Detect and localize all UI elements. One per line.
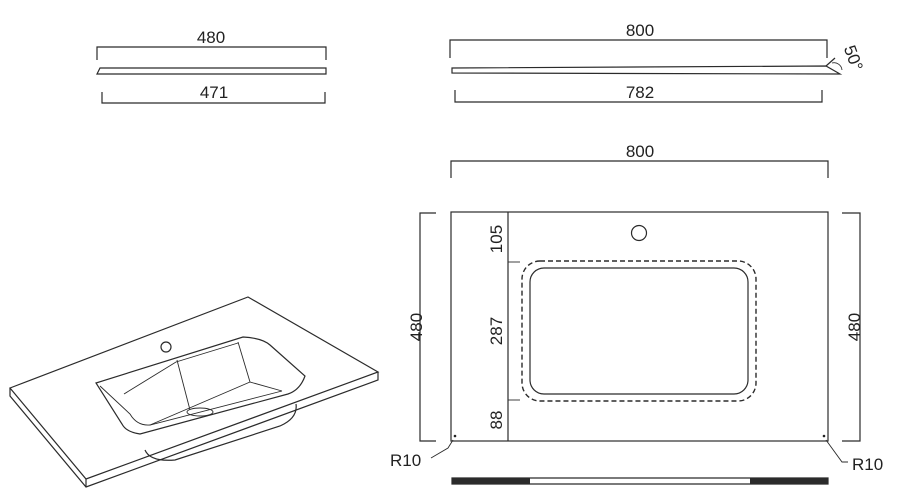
slab-profile bbox=[96, 67, 327, 75]
slab-profile bbox=[451, 65, 843, 75]
strip-shade-right bbox=[750, 478, 828, 484]
basin-inner bbox=[529, 267, 749, 395]
dimension-line-top bbox=[449, 39, 828, 58]
basin-wall-front bbox=[99, 385, 283, 426]
dim-782: 782 bbox=[626, 83, 654, 102]
right-height-dimension bbox=[842, 212, 861, 442]
corner-dot-right bbox=[822, 434, 826, 438]
faucet-hole bbox=[630, 224, 648, 242]
radius-label-right: R10 bbox=[852, 455, 883, 474]
radius-label-left: R10 bbox=[390, 451, 421, 470]
basin-crease bbox=[176, 359, 191, 411]
basin-floor-edge bbox=[149, 381, 251, 426]
dim-480: 480 bbox=[197, 28, 225, 47]
slab-top-outline bbox=[9, 296, 380, 480]
bowl-underside bbox=[144, 403, 297, 461]
perspective-view bbox=[9, 296, 380, 488]
strip-shade-left bbox=[452, 478, 530, 484]
radius-leader-left bbox=[430, 439, 454, 459]
countertop-outline bbox=[450, 211, 829, 442]
basin-outer-dashed bbox=[521, 260, 757, 402]
angle-arc bbox=[831, 62, 843, 71]
dim-105: 105 bbox=[487, 225, 506, 253]
faucet-hole-3d bbox=[160, 341, 172, 353]
dim-287: 287 bbox=[487, 317, 506, 345]
dimension-line-bottom bbox=[101, 92, 326, 104]
dim-480-left: 480 bbox=[407, 313, 426, 341]
dim-88: 88 bbox=[487, 411, 506, 430]
left-height-dimension bbox=[419, 212, 436, 442]
top-view: 800 480 480 105 287 88 R10 R10 bbox=[390, 142, 883, 485]
angle-label: 50° bbox=[840, 43, 867, 74]
drain bbox=[186, 407, 214, 417]
dim-800-top: 800 bbox=[626, 142, 654, 161]
dimension-line-bottom bbox=[454, 90, 823, 103]
width-dimension-line bbox=[450, 160, 829, 178]
side-view-small: 480 471 bbox=[96, 28, 327, 104]
dim-480-right: 480 bbox=[845, 313, 864, 341]
dim-800-side: 800 bbox=[626, 21, 654, 40]
side-view-large: 800 50° 782 bbox=[449, 21, 867, 103]
corner-dot-left bbox=[453, 434, 457, 438]
dimension-line-top bbox=[96, 46, 327, 60]
slab-front-edge bbox=[9, 372, 379, 488]
radius-leader-right bbox=[825, 439, 848, 463]
basin-rim bbox=[95, 336, 306, 435]
basin-back-edge bbox=[123, 342, 239, 395]
dim-471: 471 bbox=[200, 83, 228, 102]
angle-line bbox=[825, 57, 836, 67]
